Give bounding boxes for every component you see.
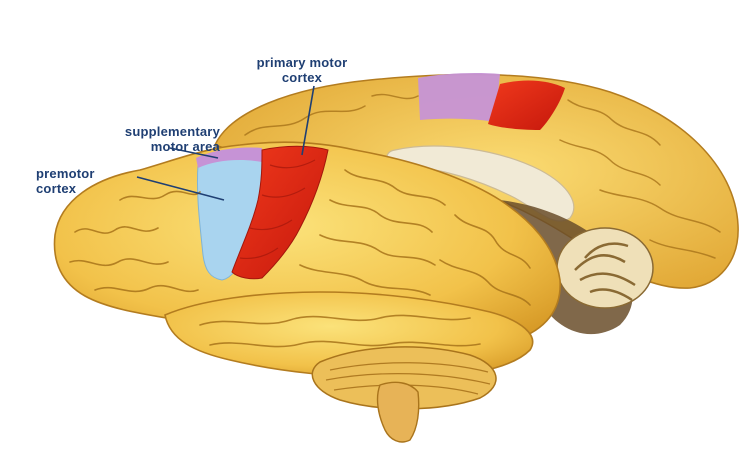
label-primary-motor-cortex: primary motor cortex [238,55,366,85]
primary-motor-cortex-region [231,145,329,280]
medial-supplementary-motor-area [418,73,500,122]
cerebellum [311,346,497,410]
label-primary-motor-cortex-line1: primary motor [256,55,348,70]
cerebellum-arbor-vitae [556,227,654,309]
leader-primary-motor [301,85,315,156]
medial-primary-motor-cortex [488,80,565,130]
label-premotor-cortex-line2: cortex [36,181,77,196]
leader-lines [136,85,315,201]
leader-supplementary [169,147,219,159]
leader-premotor [136,176,225,201]
label-supplementary-motor-area-line1: supplementary [124,124,220,139]
label-premotor-cortex: premotor cortex [36,166,146,196]
label-supplementary-motor-area-line2: motor area [150,139,220,154]
primary-motor-cortex-texture [239,159,316,260]
medial-gyri-texture [244,93,721,259]
supplementary-motor-area-region [196,147,262,168]
gyri-texture [69,169,531,348]
brainstem [376,381,420,443]
label-primary-motor-cortex-line2: cortex [281,70,323,85]
label-supplementary-motor-area: supplementary motor area [88,124,220,154]
label-premotor-cortex-line1: premotor [36,166,95,181]
